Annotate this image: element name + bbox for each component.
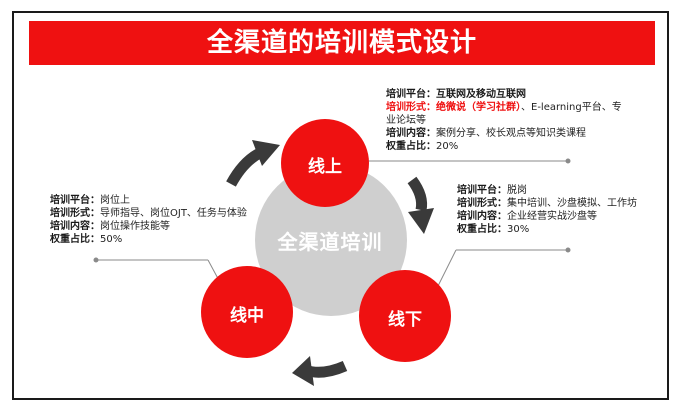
content-key: 培训内容： xyxy=(50,221,100,232)
arrow-online-to-offline-shaft xyxy=(407,176,428,212)
arrow-mid-to-online-shaft xyxy=(226,146,265,187)
platform-value: 互联网及移动互联网 xyxy=(436,89,526,100)
node-offline-circle xyxy=(359,270,451,362)
format-value: 导师指导、岗位OJT、任务与体验 xyxy=(100,208,247,219)
node-online-label: 线上 xyxy=(308,157,342,177)
title-banner: 全渠道的培训模式设计 xyxy=(29,21,655,65)
platform-value: 脱岗 xyxy=(507,185,527,196)
weight-key: 权重占比： xyxy=(457,224,507,235)
center-circle xyxy=(255,164,407,316)
format-key: 培训形式： xyxy=(386,102,436,113)
weight-key: 权重占比： xyxy=(50,234,100,245)
node-online-circle xyxy=(281,119,369,207)
node-offline-label: 线下 xyxy=(388,310,422,330)
arrow-head-icon xyxy=(252,140,280,166)
content-key: 培训内容： xyxy=(386,128,436,139)
platform-key: 培训平台： xyxy=(457,185,507,196)
content-value: 岗位操作技能等 xyxy=(100,221,170,232)
platform-value: 岗位上 xyxy=(100,195,130,206)
arrow-head-icon xyxy=(408,208,434,234)
format-value-highlight: 绝微说（学习社群） xyxy=(436,102,521,113)
format-value: 集中培训、沙盘模拟、工作坊 xyxy=(507,198,637,209)
weight-value: 30% xyxy=(507,224,530,235)
content-value: 案例分享、校长观点等知识类课程 xyxy=(436,128,586,139)
platform-key: 培训平台： xyxy=(386,89,436,100)
info-online: 培训平台：互联网及移动互联网 培训形式：绝微说（学习社群）、E-learning… xyxy=(386,88,652,153)
info-mid: 培训平台：岗位上 培训形式：导师指导、岗位OJT、任务与体验 培训内容：岗位操作… xyxy=(50,194,260,246)
format-value: 、E-learning平台、专 xyxy=(521,102,622,113)
outer-frame xyxy=(12,11,669,400)
weight-value: 50% xyxy=(100,234,123,245)
node-mid-circle xyxy=(201,266,293,358)
connector-dot xyxy=(565,247,571,253)
weight-value: 20% xyxy=(436,141,459,152)
center-label: 全渠道培训 xyxy=(277,230,383,254)
format-key: 培训形式： xyxy=(50,208,100,219)
format-value-cont: 业论坛等 xyxy=(386,115,426,126)
format-key: 培训形式： xyxy=(457,198,507,209)
content-value: 企业经营实战沙盘等 xyxy=(507,211,597,222)
content-key: 培训内容： xyxy=(457,211,507,222)
info-offline: 培训平台：脱岗 培训形式：集中培训、沙盘模拟、工作坊 培训内容：企业经营实战沙盘… xyxy=(457,184,657,236)
weight-key: 权重占比： xyxy=(386,141,436,152)
node-mid-label: 线中 xyxy=(230,306,264,326)
platform-key: 培训平台： xyxy=(50,195,100,206)
connector-dot xyxy=(93,257,99,263)
arrow-head-icon xyxy=(292,356,314,386)
connector-dot xyxy=(565,158,571,164)
